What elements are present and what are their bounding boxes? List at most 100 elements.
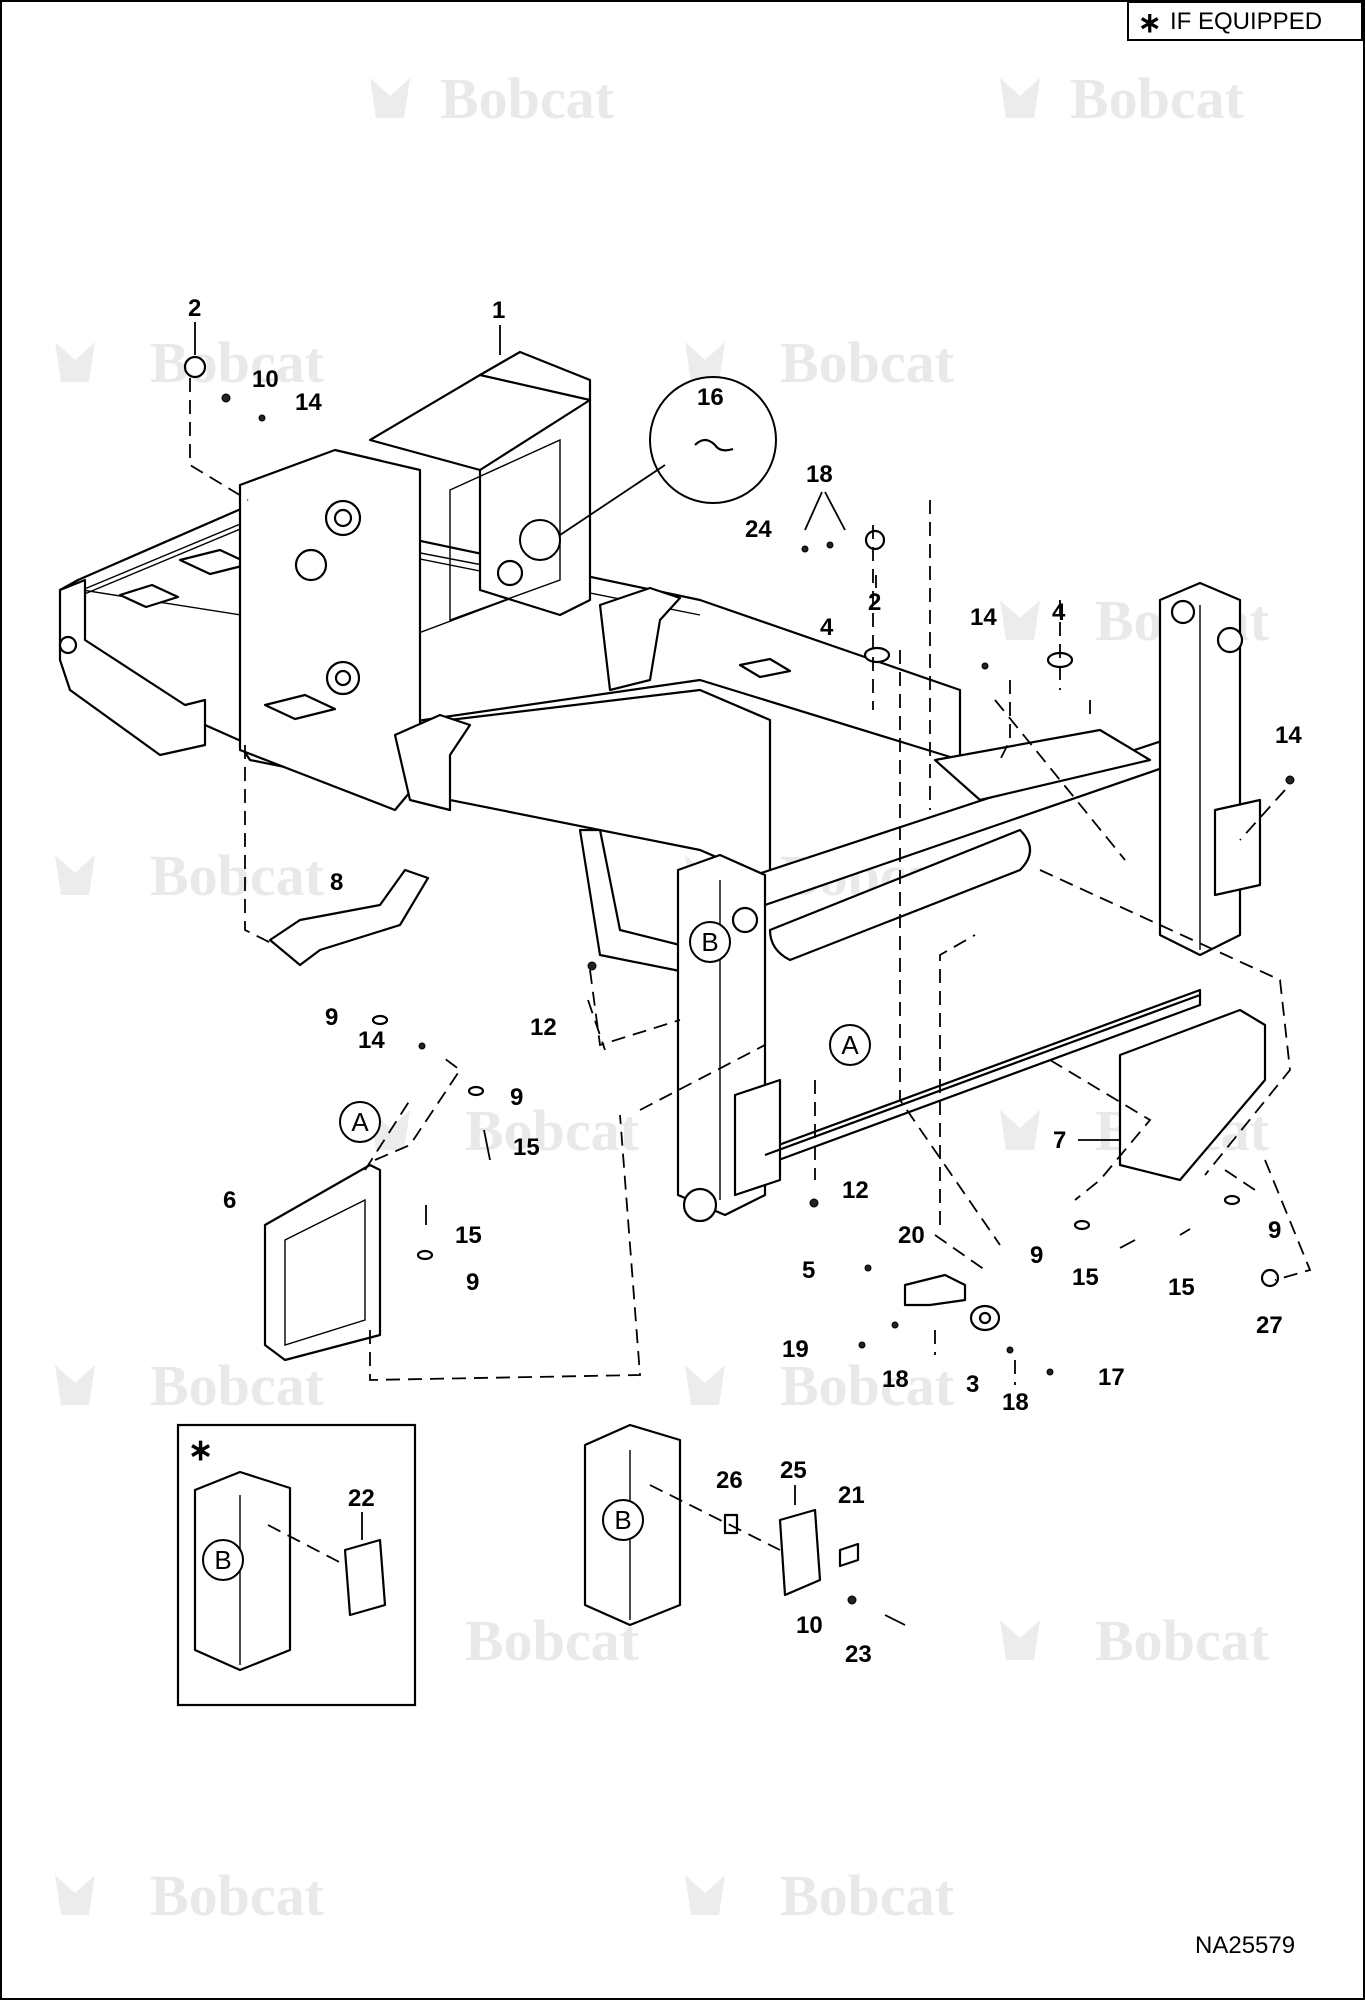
ref-b-label: B (614, 1505, 631, 1535)
callout-10b: 10 (796, 1612, 823, 1639)
rail-lower-long (764, 993, 1201, 1157)
washer-icon (826, 541, 834, 549)
leader-line (369, 1114, 641, 1381)
floor-slot (118, 583, 180, 609)
leader-line (1239, 789, 1286, 841)
pivot-boss-inner (333, 508, 353, 528)
callout-14: 14 (295, 389, 322, 416)
lift-arm-plate (238, 448, 422, 812)
callout-12a: 12 (530, 1014, 557, 1041)
leader-line (374, 1054, 462, 1161)
detail-circle (649, 376, 777, 504)
upright-bracket (1213, 798, 1262, 897)
watermark: Bobcat (685, 330, 955, 395)
legend-label: IF EQUIPPED (1170, 8, 1322, 35)
callout-9e: 9 (1268, 1217, 1281, 1244)
watermark: Bobcat (55, 330, 325, 395)
detail-line (559, 464, 666, 536)
ref-b-label: B (701, 927, 718, 957)
hardware-group (183, 355, 1295, 1376)
callout-24: 24 (745, 516, 772, 543)
leader-line (267, 1524, 346, 1566)
watermark: Bobcat (55, 843, 325, 908)
upright-boss (1170, 599, 1196, 625)
callout-23: 23 (845, 1641, 872, 1668)
leader-line (587, 999, 606, 1051)
svg-text:Bobcat: Bobcat (780, 1353, 955, 1418)
washer-icon (467, 1085, 485, 1097)
part-26-pin (723, 1513, 739, 1535)
leader-line (934, 1234, 986, 1271)
callout-7: 7 (1053, 1127, 1066, 1154)
if-equipped-legend: ∗ IF EQUIPPED (1127, 1, 1363, 41)
callout-6: 6 (223, 1187, 236, 1214)
callout-15a: 15 (513, 1134, 540, 1161)
watermark: Bobcat (685, 1863, 955, 1928)
roller-hub (978, 1311, 992, 1325)
ref-circle-b (202, 1539, 244, 1581)
watermark: Bobcat (370, 66, 615, 131)
callout-4b: 4 (1052, 599, 1066, 626)
grommet-icon (183, 355, 207, 379)
legend-star: ∗ (1138, 7, 1161, 38)
callout-15d: 15 (1168, 1274, 1195, 1301)
svg-text:Bobcat: Bobcat (1070, 66, 1245, 131)
part-20-bracket (903, 1273, 967, 1307)
part-25-plate (778, 1508, 822, 1597)
nut-icon (809, 1198, 819, 1208)
callout-20: 20 (898, 1222, 925, 1249)
nut-icon (587, 961, 597, 971)
drawing-id: NA25579 (1195, 1932, 1295, 1959)
svg-text:Bobcat: Bobcat (150, 330, 325, 395)
callout-25: 25 (780, 1457, 807, 1484)
washer-icon (847, 1595, 857, 1605)
ref-circle-b (689, 921, 731, 963)
washer-icon (1006, 1346, 1014, 1354)
svg-text:Bobcat: Bobcat (465, 1098, 640, 1163)
leader-line (939, 934, 976, 1225)
inset-star: ∗ (188, 1434, 213, 1467)
callout-2: 2 (188, 295, 201, 322)
ref-circle-b (602, 1499, 644, 1541)
leader-line (1224, 1169, 1256, 1191)
callout-10: 10 (252, 366, 279, 393)
callout-18: 18 (806, 461, 833, 488)
part-6-inner (284, 1198, 366, 1346)
watermark: Bobcat (370, 1098, 640, 1163)
part-7-cover (1118, 1008, 1267, 1182)
leader-line (364, 1099, 411, 1171)
rear-cross-top-plate (933, 728, 1152, 802)
washer-icon (1223, 1194, 1241, 1206)
watermark: Bobcat (55, 1353, 325, 1418)
upright-boss-lower (682, 1187, 718, 1223)
watermark: Bobcat (55, 1863, 325, 1928)
bolt-icon (981, 662, 989, 670)
bolt-15-icon (1179, 1228, 1191, 1236)
svg-text:Bobcat: Bobcat (440, 66, 615, 131)
spring-pin-icon (694, 438, 734, 452)
callout-22: 22 (348, 1485, 375, 1512)
inset-upright (193, 1470, 292, 1672)
bolt-15-icon (483, 1129, 491, 1161)
callout-21: 21 (838, 1482, 865, 1509)
svg-text:Bobcat: Bobcat (780, 330, 955, 395)
frame-left-end (58, 578, 207, 757)
pivot-boss-inner (334, 669, 352, 687)
leader-line (899, 650, 1001, 1246)
rail-bracket (393, 713, 472, 812)
grommet-4-icon (863, 646, 891, 664)
washer-icon (416, 1249, 434, 1261)
nut-27-icon (1260, 1268, 1280, 1288)
callout-2b: 2 (868, 589, 881, 616)
part-6-panel (263, 1163, 382, 1362)
callout-14b: 14 (970, 604, 997, 631)
tower-opening (449, 438, 561, 621)
tower-cross-beam (368, 373, 592, 472)
watermark: Bobcat (1000, 66, 1245, 131)
callout-1: 1 (492, 297, 505, 324)
callout-27: 27 (1256, 1312, 1283, 1339)
leader-line (1264, 1159, 1312, 1281)
washer-icon (801, 545, 809, 553)
callout-15b: 15 (455, 1222, 482, 1249)
